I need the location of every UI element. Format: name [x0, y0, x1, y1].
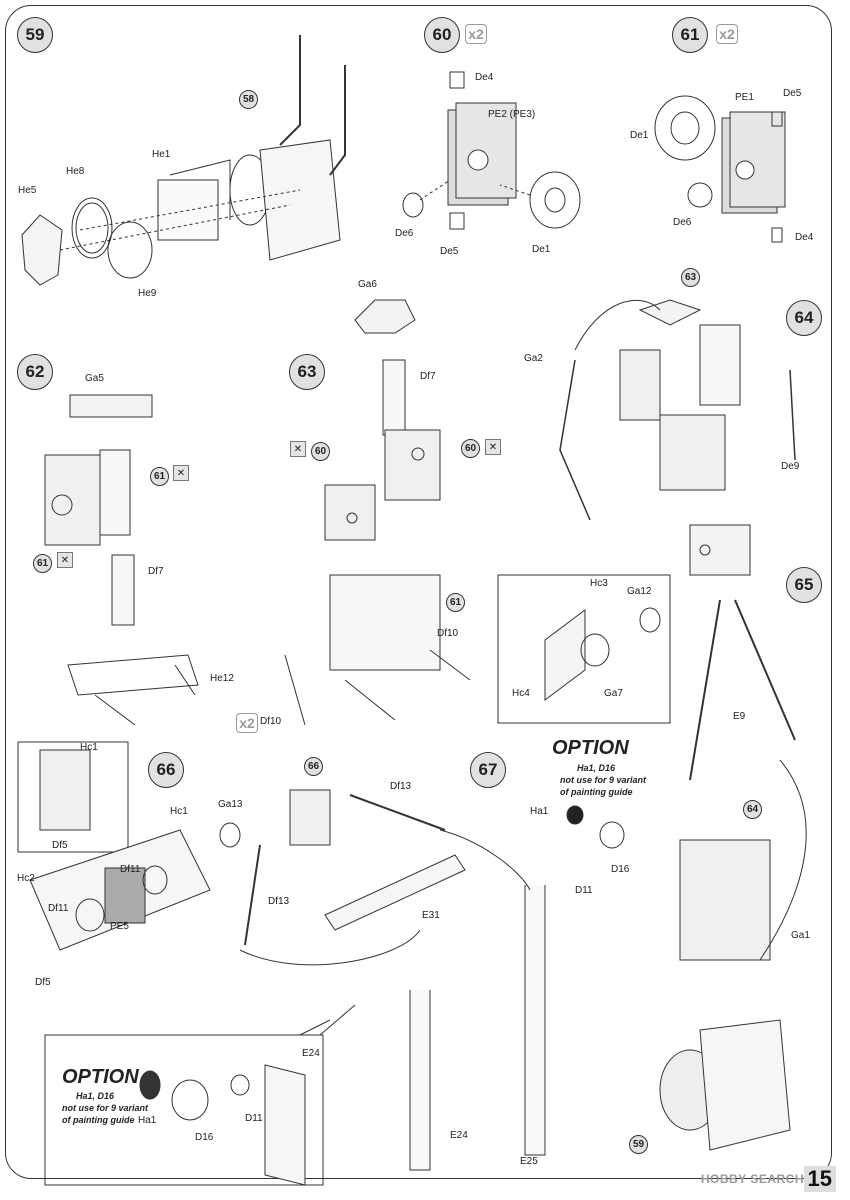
part-label: Ga2	[524, 353, 543, 364]
option-title: OPTION	[552, 737, 629, 759]
part-label: Ga12	[627, 586, 652, 597]
part-label: Hc1	[80, 742, 98, 753]
part-label: Df11	[48, 903, 69, 914]
ref-59: 59	[629, 1135, 648, 1154]
ref-66: 66	[304, 757, 323, 776]
part-label: Df5	[52, 840, 68, 851]
part-label: De6	[395, 228, 414, 239]
part-label: Df7	[148, 566, 164, 577]
part-label: E31	[422, 910, 440, 921]
option-note-line: of painting guide	[62, 1115, 135, 1125]
part-label: Ha1	[530, 806, 549, 817]
ref-60-a: 60	[311, 442, 330, 461]
ref-60-b: 60	[461, 439, 480, 458]
part-label: De1	[630, 130, 649, 141]
part-label: PE5	[110, 921, 129, 932]
option-note-line: not use for 9 variant	[62, 1103, 149, 1113]
part-label: He9	[138, 288, 157, 299]
step-63-multiplier: x2	[236, 713, 258, 733]
part-label: De1	[532, 244, 551, 255]
ref-61-c: 61	[446, 593, 465, 612]
part-label: De4	[795, 232, 814, 243]
part-label: D16	[195, 1132, 214, 1143]
etch-icon: ✕	[173, 465, 189, 481]
step-66-badge: 66	[148, 752, 184, 788]
option-title: OPTION	[62, 1066, 139, 1088]
ref-63: 63	[681, 268, 700, 287]
part-label: Hc2	[17, 873, 35, 884]
part-label: Df7	[420, 371, 436, 382]
step-59-badge: 59	[17, 17, 53, 53]
step-64-badge: 64	[786, 300, 822, 336]
part-label: Ga5	[85, 373, 104, 384]
step-60-badge: 60	[424, 17, 460, 53]
step-67-badge: 67	[470, 752, 506, 788]
part-label: Df10	[437, 628, 459, 639]
option-note-line: not use for 9 variant	[560, 775, 647, 785]
part-label: He5	[18, 185, 37, 196]
etch-icon: ✕	[485, 439, 501, 455]
part-label: He8	[66, 166, 85, 177]
part-label: Hc4	[512, 688, 530, 699]
part-label: De6	[673, 217, 692, 228]
part-label: D11	[245, 1113, 263, 1124]
option-note-line: of painting guide	[560, 787, 633, 797]
ref-58: 58	[239, 90, 258, 109]
part-label: He1	[152, 149, 171, 160]
etch-icon: ✕	[57, 552, 73, 568]
option-note-line: Ha1, D16	[576, 763, 616, 773]
part-label: Df11	[120, 864, 141, 875]
part-label: Ga6	[358, 279, 377, 290]
part-label: E24	[302, 1048, 320, 1059]
ref-61-a: 61	[150, 467, 169, 486]
part-label: E9	[733, 711, 746, 722]
step-60-multiplier: x2	[465, 24, 487, 44]
part-label: Ha1	[138, 1115, 157, 1126]
part-label: E25	[520, 1156, 538, 1167]
part-label: Hc1	[170, 806, 188, 817]
part-label: Df10	[260, 716, 282, 727]
part-label: PE2 (PE3)	[488, 109, 536, 120]
part-label: De9	[781, 461, 800, 472]
part-label: De4	[475, 72, 494, 83]
part-label: Ga13	[218, 799, 243, 810]
option-note: Ha1, D16 not use for 9 variant of painti…	[62, 1090, 149, 1126]
step-61-multiplier: x2	[716, 24, 738, 44]
ref-64: 64	[743, 800, 762, 819]
part-label: Df13	[390, 781, 412, 792]
page-number: 15	[803, 1166, 836, 1192]
part-label: D16	[611, 864, 630, 875]
part-label: Ga7	[604, 688, 623, 699]
step-65-badge: 65	[786, 567, 822, 603]
part-label: Df5	[35, 977, 51, 988]
part-label: E24	[450, 1130, 468, 1141]
part-label: De5	[783, 88, 802, 99]
watermark: HOBBY SEARCH	[700, 1172, 804, 1186]
part-label: PE1	[735, 92, 754, 103]
part-label: Ga1	[791, 930, 810, 941]
part-label: De5	[440, 246, 459, 257]
part-label: Df13	[268, 896, 290, 907]
part-label: He12	[210, 673, 234, 684]
step-61-badge: 61	[672, 17, 708, 53]
option-note: Ha1, D16 not use for 9 variant of painti…	[560, 762, 647, 798]
option-note-line: Ha1, D16	[75, 1091, 115, 1101]
step-63-badge: 63	[289, 354, 325, 390]
part-label: Hc3	[590, 578, 608, 589]
step-62-badge: 62	[17, 354, 53, 390]
part-label: D11	[575, 885, 593, 896]
ref-61-b: 61	[33, 554, 52, 573]
etch-icon: ✕	[290, 441, 306, 457]
